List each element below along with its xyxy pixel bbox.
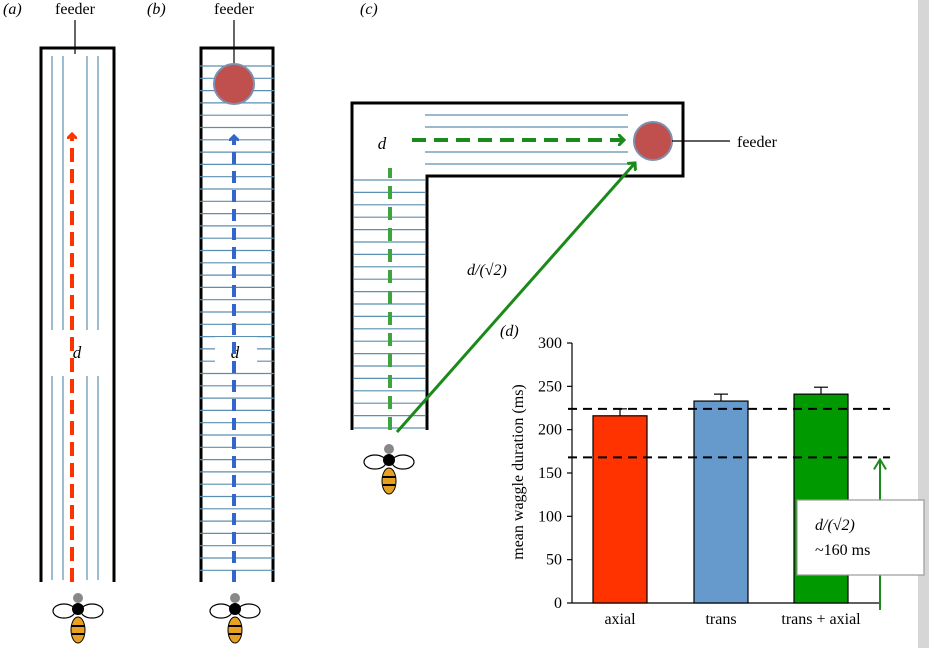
y-tick-label: 250 bbox=[538, 378, 562, 395]
panel-b-transverse-stripes bbox=[199, 65, 275, 571]
panel-a: (a) feeder d bbox=[3, 1, 116, 644]
y-axis-title: mean waggle duration (ms) bbox=[510, 384, 527, 560]
panel-b-label: (b) bbox=[147, 1, 166, 18]
panel-b-feeder-dish bbox=[213, 63, 255, 105]
annotation-arrow-head bbox=[873, 457, 887, 470]
panel-a-label: (a) bbox=[3, 1, 22, 18]
annotation-box bbox=[796, 499, 925, 576]
panel-d: (d) mean waggle duration (ms) 0 50 100 150 2… bbox=[500, 323, 925, 628]
panel-b-tunnel-walls bbox=[199, 46, 275, 582]
bar bbox=[592, 415, 648, 604]
annotation-line2: ~160 ms bbox=[815, 542, 870, 559]
page-edge-strip bbox=[918, 0, 929, 648]
panel-b-bee-icon bbox=[209, 593, 261, 644]
y-tick-label: 100 bbox=[538, 508, 562, 525]
x-tick-label: axial bbox=[604, 611, 636, 628]
panel-c-diagonal-label: d/(√2) bbox=[467, 262, 507, 279]
panel-a-bee-icon bbox=[52, 593, 104, 644]
panel-c-feeder-label: feeder bbox=[737, 134, 778, 151]
panel-b: (b) feeder d bbox=[147, 1, 275, 644]
panel-c-transverse-stripes bbox=[354, 179, 425, 429]
y-tick-label: 300 bbox=[538, 335, 562, 352]
bar bbox=[693, 400, 749, 604]
panel-b-feeder-label: feeder bbox=[214, 1, 255, 18]
panel-a-axial-stripes bbox=[51, 56, 99, 580]
panel-c-axial-stripes bbox=[425, 114, 628, 165]
panel-c-distance-label: d bbox=[378, 134, 387, 153]
panel-c-tunnel-walls bbox=[350, 101, 685, 430]
panel-d-label: (d) bbox=[500, 323, 519, 340]
panel-a-distance-label: d bbox=[73, 343, 82, 362]
x-tick-label: trans + axial bbox=[781, 611, 861, 628]
chart-reference-lines bbox=[568, 407, 890, 459]
panel-c-feeder-dish bbox=[633, 121, 673, 161]
panel-a-tunnel-walls bbox=[39, 46, 116, 582]
annotation-line1: d/(√2) bbox=[815, 517, 855, 534]
panel-a-feeder-label: feeder bbox=[55, 1, 96, 18]
panel-c-diagonal-arrow bbox=[395, 163, 635, 433]
panel-c-bee-icon bbox=[363, 444, 415, 495]
chart-x-labels: axial trans trans + axial bbox=[604, 611, 861, 628]
panel-c-label: (c) bbox=[360, 1, 378, 18]
y-tick-label: 0 bbox=[554, 595, 562, 612]
y-tick-label: 200 bbox=[538, 422, 562, 439]
panel-c: (c) d d/(√2) feeder bbox=[350, 1, 778, 495]
y-tick-label: 50 bbox=[546, 552, 562, 569]
y-tick-label: 150 bbox=[538, 465, 562, 482]
x-tick-label: trans bbox=[705, 611, 736, 628]
chart-axes: 0 50 100 150 200 250 300 bbox=[538, 335, 880, 612]
